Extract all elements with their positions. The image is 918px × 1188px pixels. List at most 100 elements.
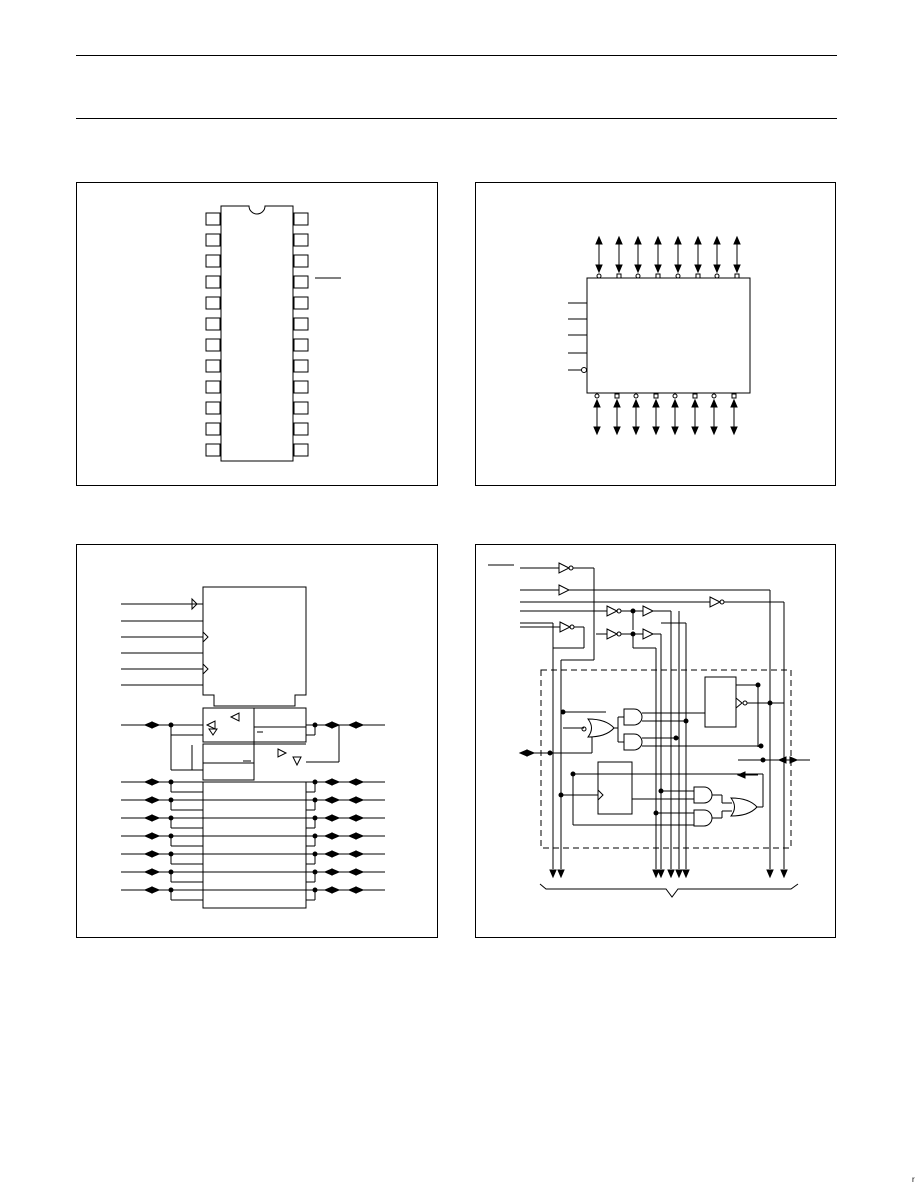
arrow-down [674,264,682,274]
data-row-cell [202,817,307,837]
arrowhead [331,778,341,786]
arrowhead [323,886,333,894]
ic-package-outline [220,205,294,462]
arrow-up [691,398,699,408]
arrowhead [355,886,365,894]
arrowhead [151,850,161,858]
arrowhead [151,868,161,876]
logic-diagram [488,562,810,898]
arrowhead [347,814,357,822]
buffer-triangle [292,756,302,767]
buffer-triangle [208,728,218,736]
pin-right [293,359,309,373]
pin-right [293,212,309,226]
iec-logic-symbol-panel [76,544,438,938]
arrowhead [347,850,357,858]
buffer-gate [642,628,655,640]
arrow-up [615,235,623,245]
logic-symbol-body [586,277,751,394]
arrowhead [151,814,161,822]
control-block [202,586,307,707]
junction-dot [767,700,773,706]
logic-diagram-panel [475,544,836,938]
inversion-bubble [742,700,748,706]
arrow-up [710,398,718,408]
pin-right [293,401,309,415]
clock-triangle [202,663,209,675]
buffer-gate [709,596,722,608]
arrow-down [634,264,642,274]
bus-arrow [657,869,665,879]
pin-marker-square [653,393,659,399]
pin-right [293,233,309,247]
pin-left [205,359,221,373]
arrow-down [632,426,640,436]
flip-flop-lower [597,761,633,815]
arrowhead [331,886,341,894]
arrowhead [347,886,357,894]
arrowhead [331,850,341,858]
buffer-gate [642,605,655,617]
pin-left [205,296,221,310]
arrowhead [347,778,357,786]
arrowhead [355,721,365,729]
pin-marker-round [672,393,678,399]
buffer-gate [559,621,572,633]
junction-dot [558,792,564,798]
arrowhead [151,721,161,729]
inversion-bubble [581,367,587,373]
pin-left [205,233,221,247]
arrow-up [632,398,640,408]
or-gate-output [729,797,758,817]
arrow-up [595,235,603,245]
junction-dot [755,682,761,688]
logic-symbol-panel [475,182,836,486]
bus-arrow [667,869,675,879]
pin-right [293,443,309,457]
arrowhead [143,850,153,858]
pin-marker-round [594,393,600,399]
arrowhead [143,796,153,804]
arrow-down [713,264,721,274]
pin-right [293,338,309,352]
data-row-cell [202,781,307,801]
arrowhead [355,814,365,822]
junction-dot [653,810,659,816]
pin-configuration-panel [76,182,438,486]
pin-marker-round [714,273,720,279]
arrowhead [143,886,153,894]
arrowhead [323,796,333,804]
buffer-gate [606,628,619,640]
pin-right [293,380,309,394]
logic-symbol-diagram [568,235,751,436]
data-row-cell [202,853,307,873]
pin-right [293,422,309,436]
arrowhead [143,832,153,840]
arrowhead [355,778,365,786]
pin-marker-round [675,273,681,279]
pin-right [293,254,309,268]
bus-arrow [766,869,774,879]
data-row-cell [202,799,307,819]
arrowhead [347,832,357,840]
arrowhead [331,796,341,804]
junction-dot [758,743,764,749]
and-gate-a [623,708,643,726]
data-row-cell [202,889,307,909]
bus-arrow [652,869,660,879]
pin-left [205,275,221,289]
arrowhead [331,814,341,822]
arrow-up [674,235,682,245]
arrow-down [710,426,718,436]
pin-configuration-diagram [205,205,341,462]
arrowhead [323,832,333,840]
junction-dot [760,757,766,763]
arrowhead [151,778,161,786]
arrow-down [733,264,741,274]
header-rule-top [76,55,837,56]
arrowhead [347,796,357,804]
pin-right [293,275,309,289]
arrowhead [323,721,333,729]
arrow-up [593,398,601,408]
pin-marker-square [695,273,701,279]
